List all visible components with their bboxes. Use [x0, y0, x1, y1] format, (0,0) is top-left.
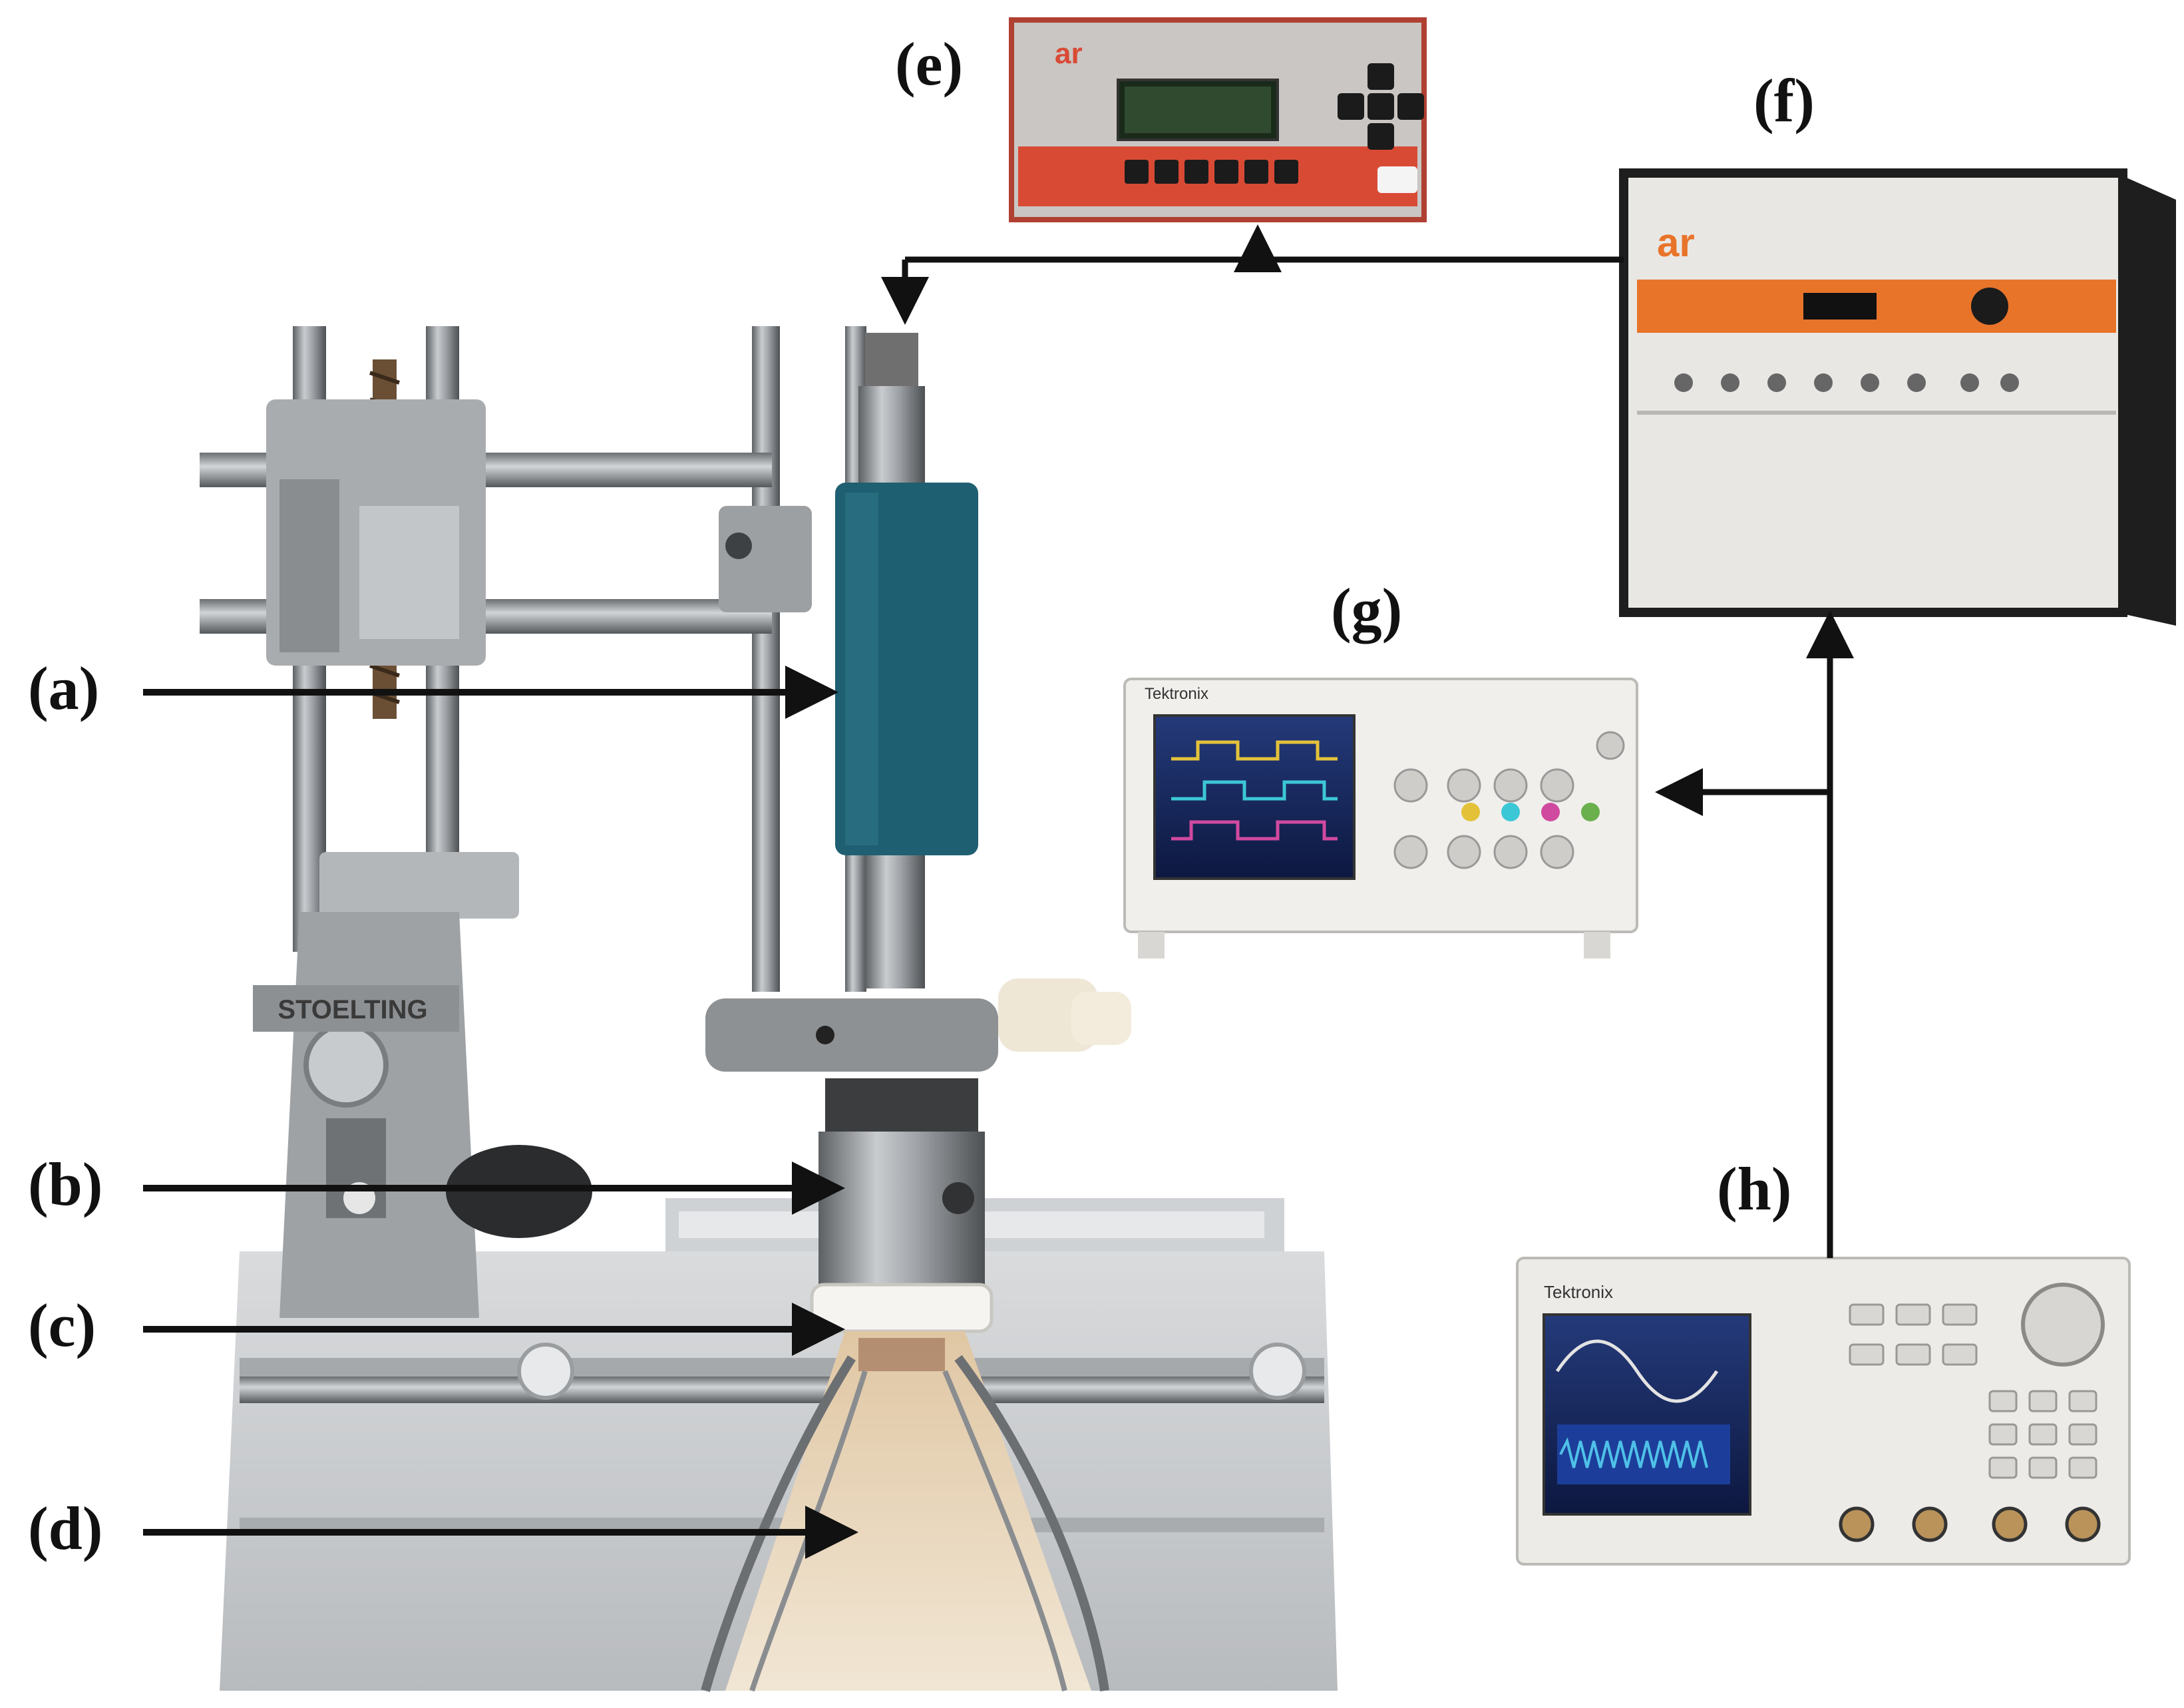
coupling-ring — [810, 1283, 994, 1333]
stereotaxic-setup-photo: STOELTING — [200, 326, 1338, 1692]
label-h: (h) — [1717, 1155, 1792, 1223]
label-b: (b) — [28, 1150, 103, 1218]
oscilloscope-device: Tektronix — [1123, 678, 1638, 959]
connection-lines — [881, 224, 1854, 1258]
label-arrows — [143, 666, 858, 1559]
amplifier-logo-text: ar — [1657, 220, 1695, 265]
power-meter-device: ar — [1009, 17, 1427, 222]
oscilloscope-brand-text: Tektronix — [1145, 685, 1208, 703]
label-g: (g) — [1331, 576, 1403, 644]
function-generator-device: Tektronix — [1516, 1257, 2131, 1566]
label-a: (a) — [28, 654, 100, 722]
label-d: (d) — [28, 1494, 103, 1562]
label-e: (e) — [895, 30, 964, 98]
afg-brand-text: Tektronix — [1544, 1282, 1613, 1302]
label-c: (c) — [28, 1291, 96, 1359]
power-amplifier-device: ar — [1619, 168, 2176, 626]
meter-logo-text: ar — [1055, 37, 1083, 70]
label-f: (f) — [1753, 67, 1815, 134]
frame-brand-text: STOELTING — [277, 995, 427, 1024]
